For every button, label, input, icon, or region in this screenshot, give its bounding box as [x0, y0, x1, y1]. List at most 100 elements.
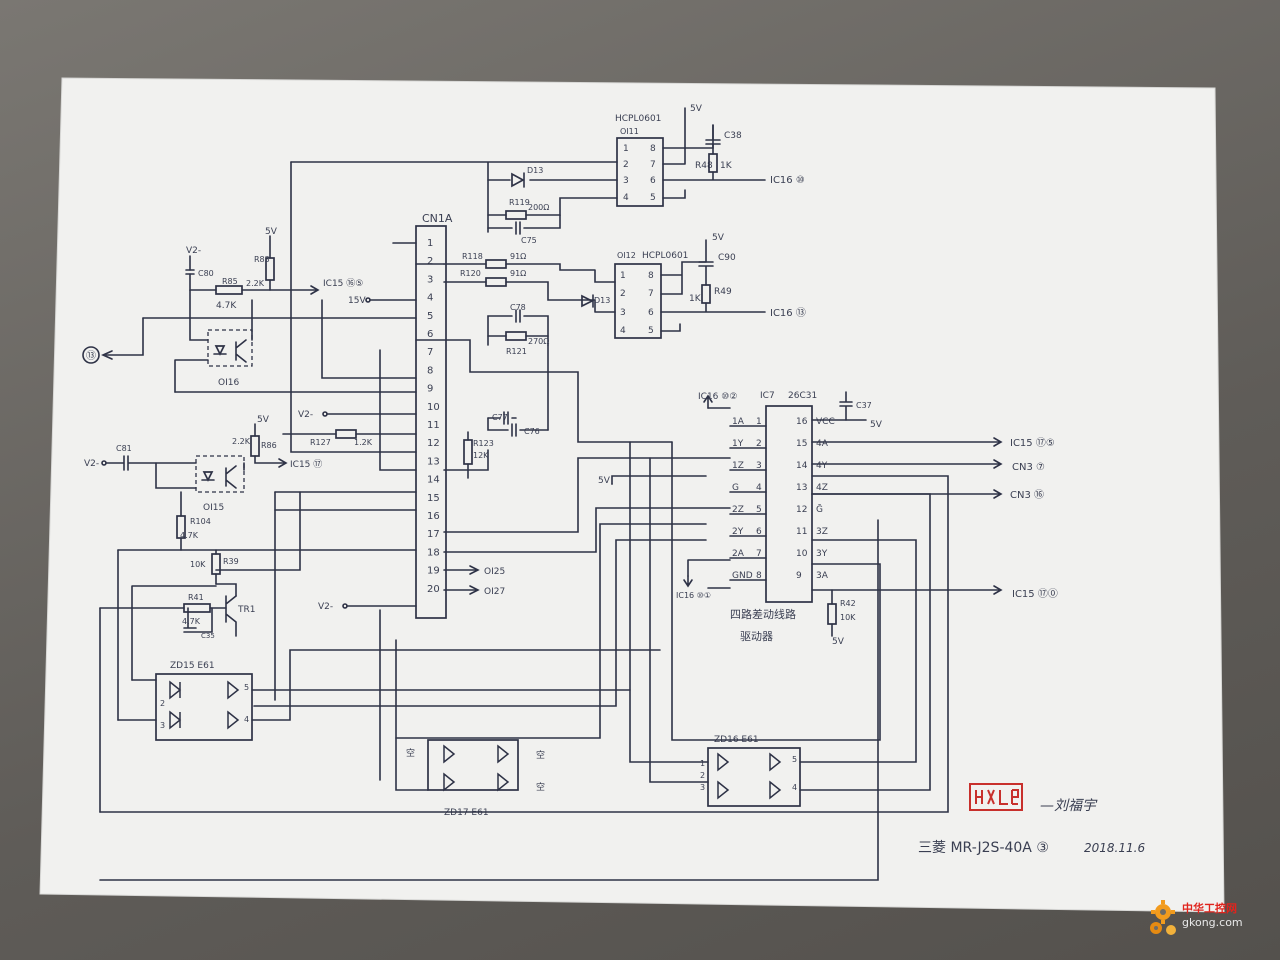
- cn1a-pin-number: 15: [427, 493, 440, 504]
- r49-value: 1K: [689, 294, 702, 304]
- pin-b-label: ⑬: [86, 350, 96, 362]
- svg-text:1: 1: [623, 144, 629, 154]
- svg-text:3: 3: [700, 783, 705, 792]
- oi11-supply-label: 5V: [690, 104, 703, 114]
- svg-text:2: 2: [160, 699, 165, 708]
- c35-label: C35: [201, 632, 215, 640]
- svg-text:8: 8: [648, 271, 654, 281]
- cn1a-pin-number: 14: [427, 475, 440, 486]
- ic7-right-pin: 15: [796, 439, 807, 449]
- seal-stamp: [969, 783, 1023, 811]
- r118-value: 91Ω: [510, 252, 526, 261]
- zd17-label: ZD17 E61: [444, 808, 489, 818]
- svg-text:1: 1: [620, 271, 626, 281]
- ic7-right-signal: Ḡ: [816, 504, 823, 515]
- ic7-left-pin: 8: [756, 571, 762, 581]
- cn1a-pin-number: 20: [427, 584, 440, 595]
- watermark-logo: 中华工控网 gkong.com: [1146, 894, 1264, 940]
- svg-text:2: 2: [623, 160, 629, 170]
- ic7-right-signal: 3Z: [816, 527, 828, 537]
- v2-top-label: V2-: [186, 246, 201, 256]
- cn1a-pin-number: 16: [427, 511, 440, 522]
- c76-label: C76: [524, 427, 540, 436]
- date-label: 2018.11.6: [1084, 841, 1145, 855]
- cn1a-pin-number: 4: [427, 293, 433, 304]
- d13b-label: D13: [594, 296, 610, 305]
- c90-label: C90: [718, 253, 736, 263]
- r104-value: 4.7K: [180, 531, 199, 540]
- r41-value: 4.7K: [182, 617, 201, 626]
- r104-label: R104: [190, 517, 211, 526]
- ic7-right-pin: 16: [796, 417, 808, 427]
- author-signature: —刘福宇: [1040, 798, 1098, 814]
- v2-pin20-label: V2-: [318, 602, 333, 612]
- cn1a-pin-number: 2: [427, 256, 433, 267]
- ic7-right-pin: 14: [796, 461, 808, 471]
- svg-text:5: 5: [792, 755, 797, 764]
- svg-text:6: 6: [650, 176, 656, 186]
- model-label: 三菱 MR-J2S-40A ③: [918, 840, 1049, 856]
- svg-text:6: 6: [648, 308, 654, 318]
- zener-zd17: ZD17 E61 空 空 空: [406, 739, 545, 818]
- r42-label: R42: [840, 599, 856, 608]
- cn1a-pin-number: 17: [427, 529, 440, 540]
- ic7-part-label: 26C31: [788, 391, 817, 401]
- svg-text:2: 2: [620, 289, 626, 299]
- ic7-right-pin: 9: [796, 571, 802, 581]
- ic7-right-pin: 10: [796, 549, 808, 559]
- ic7-left-signal: 2Y: [732, 527, 744, 537]
- cn1a-pin-number: 19: [427, 566, 440, 577]
- cn1a-pin-number: 11: [427, 420, 440, 431]
- ic7-right-signal: 3A: [816, 571, 829, 581]
- svg-text:4: 4: [792, 783, 797, 792]
- svg-text:3: 3: [160, 721, 165, 730]
- ic7-left-pin: 3: [756, 461, 762, 471]
- ic7-left-signal: 2Z: [732, 505, 744, 515]
- oi15-box: [195, 455, 245, 493]
- c75-label: C75: [521, 236, 537, 245]
- cn1a-pin-number: 10: [427, 402, 440, 413]
- svg-text:5: 5: [244, 683, 249, 692]
- svg-text:3: 3: [620, 308, 626, 318]
- gear-icon: [1150, 900, 1176, 935]
- tr1-label: TR1: [237, 605, 255, 615]
- zd15-label: ZD15 E61: [170, 661, 215, 671]
- ic16-101-label: IC16 ⑩①: [676, 591, 711, 600]
- svg-text:4: 4: [623, 193, 629, 203]
- ic7-left-signal: 1Y: [732, 439, 744, 449]
- r85-value: 4.7K: [216, 301, 237, 311]
- r121-label: R121: [506, 347, 527, 356]
- ic7-left-signal: GND: [732, 571, 753, 581]
- ic15-17-label: IC15 ⑰: [290, 459, 322, 470]
- ic7-right-pin: 12: [796, 505, 807, 515]
- oi12-part-label: HCPL0601: [642, 251, 688, 261]
- c80-label: C80: [198, 269, 214, 278]
- cn1a-pin-number: 12: [427, 438, 440, 449]
- paper: [39, 77, 1225, 913]
- d13a-label: D13: [527, 166, 543, 175]
- ic15-165-label: IC15 ⑯⑤: [323, 278, 363, 289]
- r119-value: 200Ω: [528, 203, 549, 212]
- svg-text:5: 5: [648, 326, 654, 336]
- r118-label: R118: [462, 252, 483, 261]
- oi12-output-label: IC16 ⑬: [770, 307, 806, 319]
- c81-label: C81: [116, 444, 132, 453]
- ic7-left-pin: 4: [756, 483, 762, 493]
- cn1a-pin-number: 5: [427, 311, 433, 322]
- zener-zd15: ZD15 E61 2 3 5 4: [155, 661, 253, 741]
- 5v-g-label: 5V: [598, 476, 611, 486]
- ic7-left-signal: G: [732, 483, 739, 493]
- oi12-ref-label: OI12: [617, 251, 636, 260]
- c37-label: C37: [856, 401, 872, 410]
- ic7-left-signal: 1A: [732, 417, 745, 427]
- r119-label: R119: [509, 198, 530, 207]
- oi11-output-label: IC16 ⑩: [770, 175, 805, 186]
- r123-value: 12K: [473, 451, 489, 460]
- zd17-empty-3: 空: [536, 781, 545, 793]
- cn3-16-label: CN3 ⑯: [1010, 489, 1044, 501]
- ic7-left-signal: 1Z: [732, 461, 744, 471]
- watermark-brand: 中华工控网: [1182, 902, 1237, 915]
- r48-label: R48: [695, 161, 713, 171]
